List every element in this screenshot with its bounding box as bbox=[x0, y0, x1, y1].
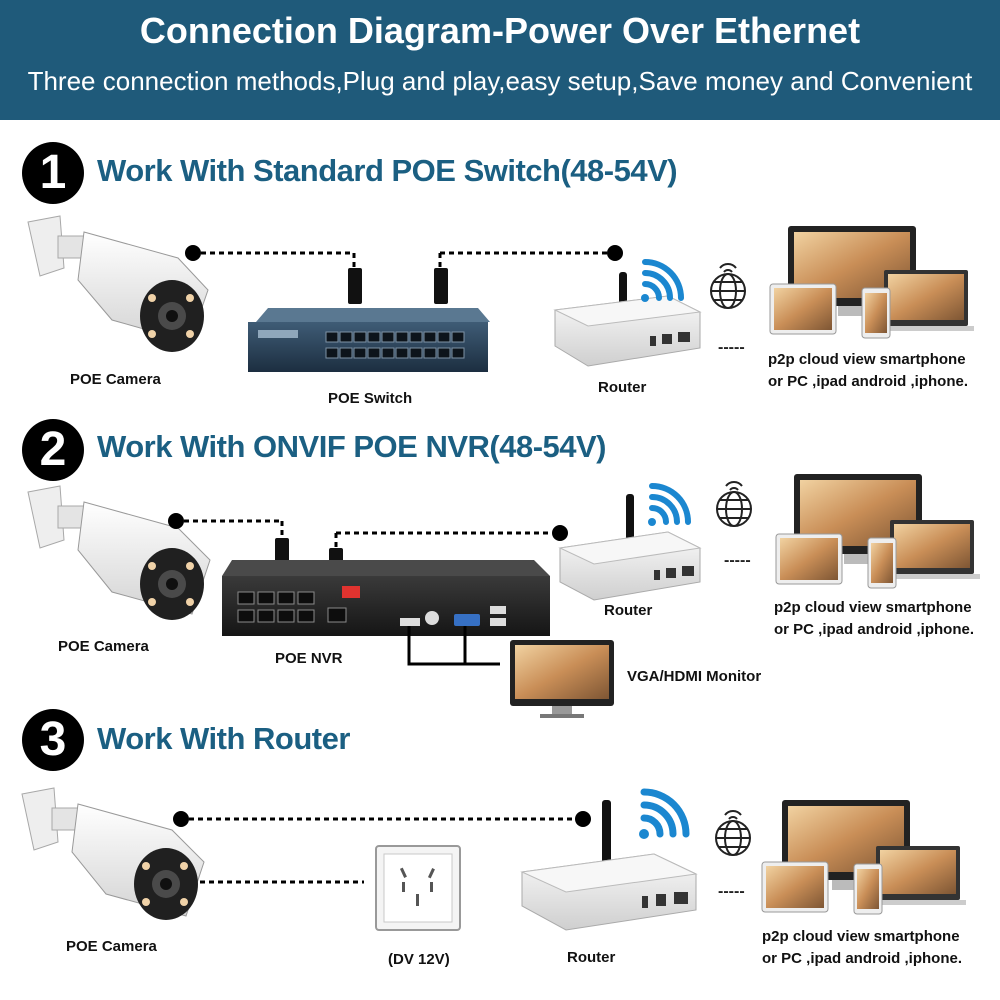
camera-icon bbox=[21, 787, 205, 920]
section-2-number: 2 bbox=[22, 419, 84, 481]
camera-icon bbox=[27, 485, 211, 620]
router-icon bbox=[558, 494, 702, 601]
wifi-icon bbox=[648, 483, 691, 526]
router-icon bbox=[520, 800, 698, 931]
section-2-cloud-line1: p2p cloud view smartphone bbox=[774, 599, 972, 616]
section-1-cloud-line1: p2p cloud view smartphone bbox=[768, 351, 966, 368]
section-1-camera-label: POE Camera bbox=[70, 371, 161, 388]
section-2-monitor-label: VGA/HDMI Monitor bbox=[627, 668, 762, 685]
page-title: Connection Diagram-Power Over Ethernet bbox=[139, 10, 861, 51]
power-socket-icon bbox=[375, 845, 461, 931]
header: Connection Diagram-Power Over Ethernet T… bbox=[0, 0, 1000, 120]
section-3-dashes: ----- bbox=[718, 883, 745, 900]
section-1-router-label: Router bbox=[598, 379, 647, 396]
globe-icon bbox=[715, 810, 751, 856]
router-icon bbox=[553, 272, 702, 367]
nvr-icon bbox=[222, 560, 550, 636]
section-3-number: 3 bbox=[22, 709, 84, 771]
devices-icon bbox=[761, 800, 966, 915]
wifi-icon bbox=[641, 259, 684, 302]
wifi-icon bbox=[639, 788, 690, 839]
section-3-cloud-line2: or PC ,ipad android ,iphone. bbox=[762, 950, 963, 967]
section-3-router-label: Router bbox=[567, 949, 616, 966]
camera-icon bbox=[27, 215, 209, 352]
section-2-title: Work With ONVIF POE NVR(48-54V) bbox=[97, 429, 607, 464]
section-3-cloud-line1: p2p cloud view smartphone bbox=[762, 928, 960, 945]
section-2-dashes: ----- bbox=[724, 552, 751, 569]
section-3-title: Work With Router bbox=[97, 721, 350, 756]
devices-icon bbox=[775, 474, 980, 589]
switch-icon bbox=[248, 308, 490, 372]
section-3-power-label: (DV 12V) bbox=[388, 951, 450, 968]
section-1-cloud-line2: or PC ,ipad android ,iphone. bbox=[768, 373, 969, 390]
section-1-number: 1 bbox=[22, 142, 84, 204]
section-1-switch-label: POE Switch bbox=[328, 390, 413, 407]
section-1-title: Work With Standard POE Switch(48-54V) bbox=[97, 153, 678, 188]
devices-icon bbox=[769, 226, 974, 339]
section-2-camera-label: POE Camera bbox=[58, 638, 149, 655]
page-subtitle: Three connection methods,Plug and play,e… bbox=[27, 66, 973, 96]
globe-icon bbox=[710, 263, 746, 309]
globe-icon bbox=[716, 481, 752, 527]
section-2-cloud-line2: or PC ,ipad android ,iphone. bbox=[774, 621, 975, 638]
section-1-dashes: ----- bbox=[718, 339, 745, 356]
monitor-icon bbox=[510, 640, 614, 718]
section-2-nvr-label: POE NVR bbox=[275, 650, 343, 667]
section-3-camera-label: POE Camera bbox=[66, 938, 157, 955]
section-2-router-label: Router bbox=[604, 602, 653, 619]
